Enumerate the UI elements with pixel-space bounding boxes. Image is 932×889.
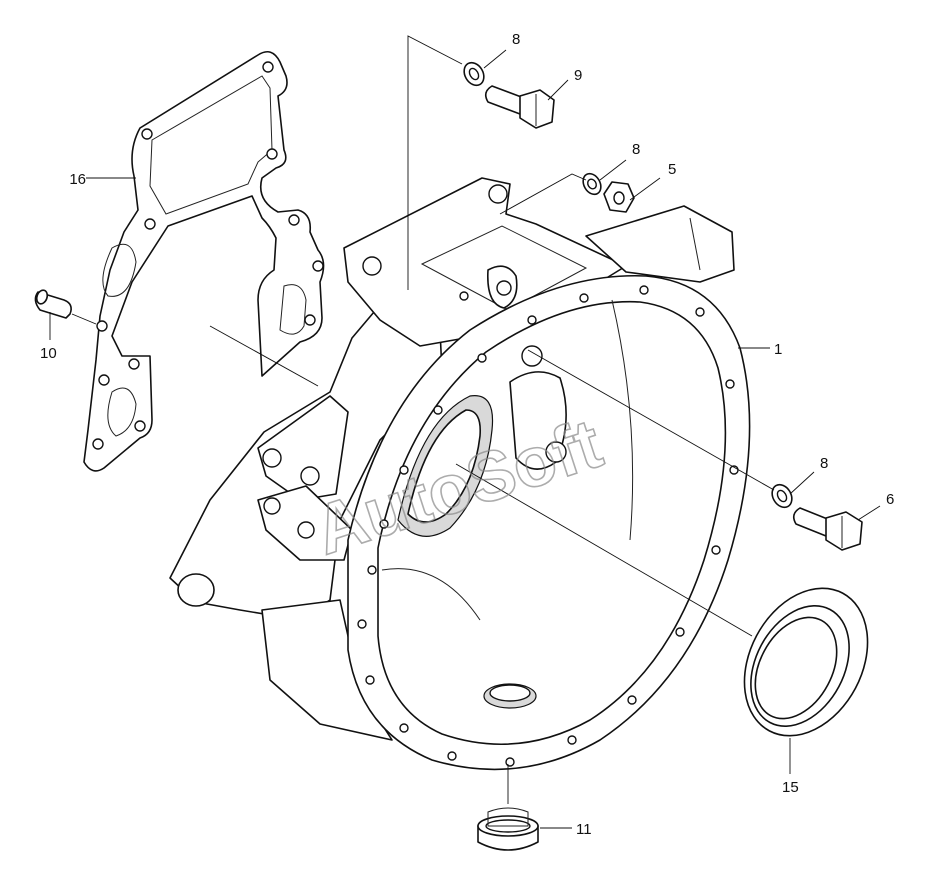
gasket-part-16 — [83, 50, 325, 472]
oil-seal-part-15 — [743, 587, 869, 737]
callout-8-middle: 8 — [632, 141, 640, 158]
callout-6: 6 — [886, 491, 894, 508]
washer-part-8-right — [771, 483, 793, 509]
bolt-part-9 — [484, 85, 555, 129]
washer-part-8-top — [463, 61, 485, 87]
callout-8-right: 8 — [820, 455, 828, 472]
bolt-part-6 — [792, 507, 863, 551]
dowel-pin-part-10 — [34, 289, 72, 319]
plug-part-11 — [477, 807, 539, 851]
washer-part-8-middle — [582, 172, 602, 196]
callout-1: 1 — [774, 341, 782, 358]
callout-11: 11 — [576, 821, 592, 838]
flywheel-housing-part-1 — [169, 177, 751, 771]
callout-16: 16 — [69, 171, 86, 188]
callout-9: 9 — [574, 67, 582, 84]
callout-5: 5 — [668, 161, 676, 178]
callout-8-top: 8 — [512, 31, 520, 48]
callout-10: 10 — [40, 345, 57, 362]
nut-part-5 — [603, 181, 635, 213]
callout-15: 15 — [782, 779, 799, 796]
leader-lines — [49, 35, 881, 829]
callouts: 8 9 8 5 1 8 6 15 11 16 10 — [40, 31, 894, 838]
